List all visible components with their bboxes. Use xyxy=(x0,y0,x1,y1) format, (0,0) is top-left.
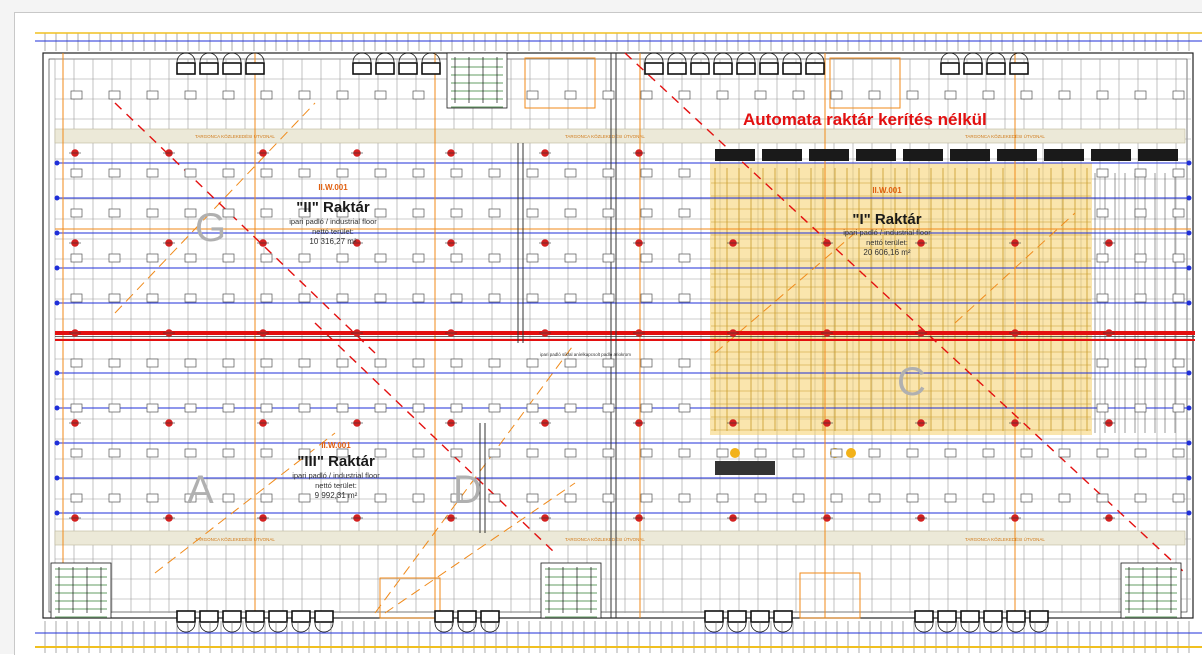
corridor-label: TARGONCA KÖZLEKEDÉSI ÚTVONAL xyxy=(195,536,275,542)
room-area-label: nettó terület: xyxy=(866,238,908,247)
floor-markers xyxy=(70,90,1185,503)
drawing-sheet[interactable]: TARGONCA KÖZLEKEDÉSI ÚTVONAL TARGONCA KÖ… xyxy=(14,12,1202,655)
room-area-label: nettó terület: xyxy=(315,481,357,490)
zone-letter: G xyxy=(195,206,226,250)
structural-grid-lines xyxy=(54,160,1192,516)
room-floor: ipari padló / industrial floor xyxy=(292,471,380,480)
room-name: "III" Raktár xyxy=(297,453,375,470)
room-area: 20 606,16 m² xyxy=(863,248,910,257)
room-code: II.W.001 xyxy=(321,441,351,450)
room-area: 10 316,27 m² xyxy=(309,237,356,246)
corridor-label: TARGONCA KÖZLEKEDÉSI ÚTVONAL xyxy=(195,133,275,139)
room-label-i: II.W.001 "I" Raktár ipari padló / indust… xyxy=(843,186,931,257)
room-area-label: nettó terület: xyxy=(312,227,354,236)
central-wall xyxy=(55,331,1195,341)
stair-core xyxy=(540,562,602,619)
corridor-label: TARGONCA KÖZLEKEDÉSI ÚTVONAL xyxy=(965,133,1045,139)
rack-area xyxy=(710,163,1176,475)
divider-walls xyxy=(479,53,617,618)
stair-core xyxy=(1120,562,1182,619)
corridor-label: TARGONCA KÖZLEKEDÉSI ÚTVONAL xyxy=(565,133,645,139)
floor-plan-canvas[interactable]: TARGONCA KÖZLEKEDÉSI ÚTVONAL TARGONCA KÖ… xyxy=(15,13,1202,655)
dimension-lines xyxy=(55,53,1191,619)
room-code: II.W.001 xyxy=(318,183,348,192)
room-label-iii: II.W.001 "III" Raktár ipari padló / indu… xyxy=(292,441,380,500)
room-name: "II" Raktár xyxy=(296,199,370,216)
room-label-ii: II.W.001 "II" Raktár ipari padló / indus… xyxy=(289,183,377,246)
zone-letter: A xyxy=(187,468,214,512)
zone-letters: G A D C xyxy=(187,206,926,512)
zone-letter: D xyxy=(453,468,482,512)
annotation-title: Automata raktár kerítés nélkül xyxy=(743,110,987,129)
stair-core xyxy=(446,52,508,109)
room-name: "I" Raktár xyxy=(852,211,921,228)
corridors: TARGONCA KÖZLEKEDÉSI ÚTVONAL TARGONCA KÖ… xyxy=(54,128,1186,546)
corridor-label: TARGONCA KÖZLEKEDÉSI ÚTVONAL xyxy=(965,536,1045,542)
corridor-bottom xyxy=(54,530,1186,546)
corridor-label: TARGONCA KÖZLEKEDÉSI ÚTVONAL xyxy=(565,536,645,542)
rack-headers xyxy=(715,149,1178,161)
room-area: 9 992,31 m² xyxy=(315,491,358,500)
dock-doors xyxy=(35,32,1202,653)
slab-note: ipari padló síkfal aníelkapcsolt padlo a… xyxy=(540,352,631,357)
room-floor: ipari padló / industrial floor xyxy=(843,228,931,237)
room-floor: ipari padló / industrial floor xyxy=(289,217,377,226)
section-lines xyxy=(114,52,1186,574)
stair-core xyxy=(50,562,112,619)
corridor-top xyxy=(54,128,1186,144)
room-code: II.W.001 xyxy=(872,186,902,195)
zone-letter: C xyxy=(897,360,926,404)
